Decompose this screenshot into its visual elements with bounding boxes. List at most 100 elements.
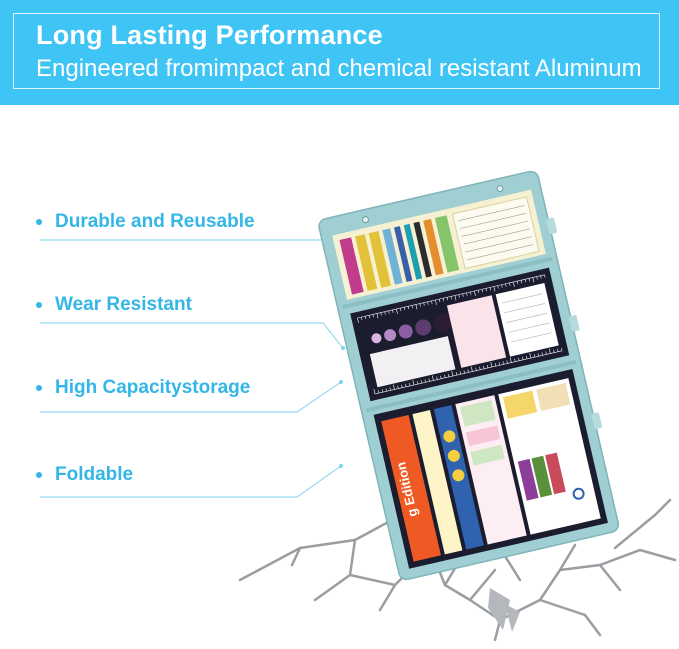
ruler-tick [581,515,583,519]
ruler-tick [442,298,445,302]
ruler-tick [483,365,485,369]
ruler-tick [450,296,452,300]
ruler-tick [463,370,465,374]
banner-frame [13,13,660,89]
ruler-tick [520,280,523,284]
ruler-tick [557,520,560,525]
ruler-tick [392,309,394,313]
leader-lines [40,239,344,498]
crack-debris [488,588,520,632]
feature-label: Foldable [55,464,134,485]
bullet-icon [36,472,42,478]
ruler-tick [405,383,407,387]
ruler-tick [409,382,411,386]
ruler-tick [415,304,418,310]
ruler-tick [525,355,528,359]
ruler-tick [462,293,464,297]
ruler-tick [397,385,399,389]
ruler-tick [487,364,489,368]
ruler-tick [509,357,512,363]
ruler-tick [553,349,555,353]
ruler-tick [475,367,477,371]
ruler-tick [411,305,413,309]
ruler-tick [505,283,507,287]
ruler-tick [529,353,532,359]
ruler-tick [588,511,591,517]
ruler-tick [474,290,476,296]
clipboard: g Edition [318,170,620,581]
header-banner: Long Lasting Performance Engineered from… [0,0,679,105]
ruler-tick [485,288,487,292]
ruler-tick [569,516,571,522]
feature-item-capacity: High Capacitystorage [36,377,250,399]
ruler-tick [477,290,480,294]
ruler-tick [393,384,395,390]
ruler-tick [494,363,497,367]
ruler-tick [585,514,587,518]
panel-edition-card: g Edition [373,368,608,569]
ruler-tick [530,525,532,531]
ruler-tick [528,278,530,282]
feature-item-durable: Durable and Reusable [36,211,255,233]
ruler-tick [518,357,520,361]
ruler-tick [357,317,359,323]
ruler-tick [573,517,575,521]
ruler-tick [431,300,433,304]
feature-label: High Capacitystorage [55,377,251,398]
ruler-tick [389,387,391,391]
ruler-tick [380,312,382,316]
ruler-tick [403,307,406,311]
ruler-tick [412,380,415,386]
ruler-tick [436,376,438,380]
ruler-tick [459,371,461,375]
ruler-tick [438,299,441,303]
ruler-tick [420,380,423,384]
ruler-tick [533,354,536,358]
banner-subtitle: Engineered fromimpact and chemical resis… [36,55,642,82]
ruler-tick [372,314,374,318]
feature-item-wear-resistant: Wear Resistant [36,294,192,316]
ruler-tick [470,366,473,372]
ruler-tick [376,313,379,319]
ruler-tick [368,315,371,319]
banner-title: Long Lasting Performance [36,20,383,50]
ruler-tick [401,384,403,388]
ruler-tick [565,519,567,523]
ruler-tick [448,373,450,377]
ruler-tick [561,347,563,351]
feature-label: Wear Resistant [55,294,192,315]
ruler-tick [373,389,376,395]
ruler-tick [548,348,551,354]
ruler-tick [493,286,496,292]
ruler-tick [479,366,481,370]
ruler-tick [593,512,595,516]
ruler-tick [381,389,384,393]
ruler-tick [444,374,446,378]
ruler-tick [532,277,535,283]
ruler-tick [502,361,504,365]
ruler-tick [481,289,484,293]
ruler-tick [446,297,449,301]
ruler-tick [388,310,390,314]
ruler-tick [407,306,410,310]
ruler-tick [549,520,552,526]
ruler-tick [497,285,499,289]
ruler-tick [432,375,434,381]
ruler-tick [542,524,544,528]
ruler-tick [458,294,460,298]
ruler-tick [509,282,511,286]
panel-ruler-card [350,267,570,402]
ruler-tick [364,316,367,320]
ruler-tick [541,352,543,356]
ruler-tick [385,388,387,392]
ruler-tick [538,525,540,529]
ruler-tick [454,295,457,301]
ruler-tick [377,390,380,394]
ruler-tick [544,274,546,278]
ruler-tick [427,301,429,305]
ruler-tick [361,317,363,321]
ruler-tick [501,284,503,288]
ruler-tick [470,291,472,295]
bullet-icon [36,385,42,391]
